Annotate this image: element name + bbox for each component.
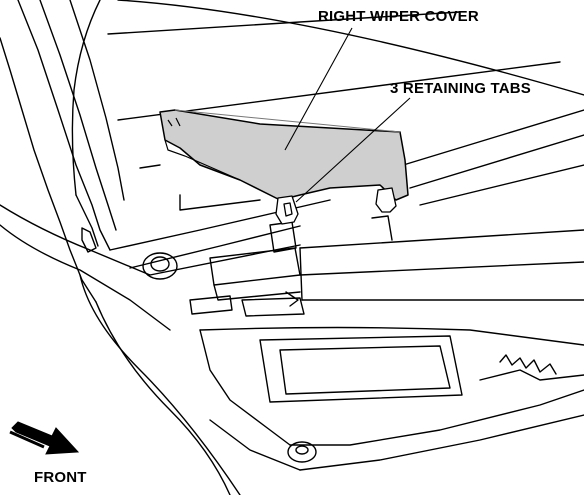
retaining-tabs (275, 187, 397, 225)
retaining-tabs-label: 3 RETAINING TABS (390, 80, 531, 97)
lower-bolt (287, 441, 317, 463)
right-wiper-cover-label: RIGHT WIPER COVER (318, 8, 479, 25)
front-label: FRONT (34, 469, 87, 486)
leader-lines (284, 27, 411, 203)
front-arrow-icon (9, 421, 80, 455)
windshield (107, 0, 584, 206)
right-wiper-cover (159, 109, 409, 201)
cowl-panel (189, 229, 584, 317)
lower-housing (199, 326, 584, 471)
cowl-body (0, 194, 331, 495)
a-pillar (0, 0, 125, 303)
bolt-boss (142, 252, 178, 280)
